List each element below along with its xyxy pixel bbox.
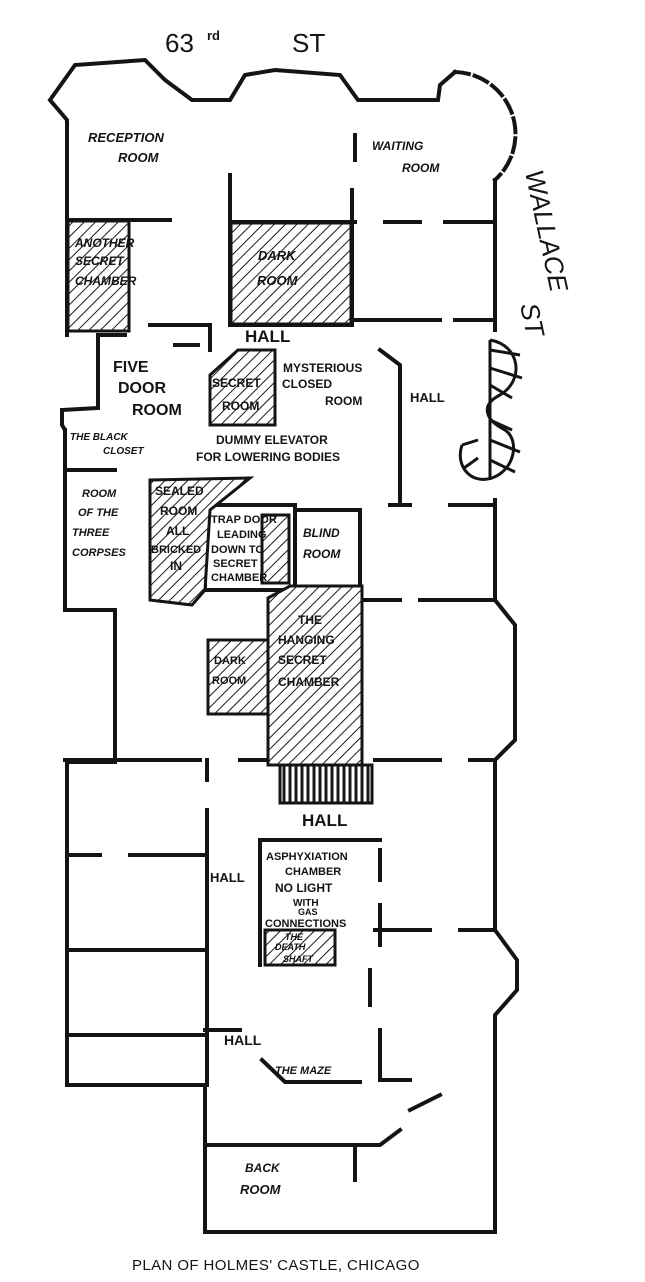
hall-right-label: HALL	[410, 390, 445, 405]
mysterious-room-label: MYSTERIOUS CLOSED ROOM	[282, 361, 362, 408]
secret-room-line-1: SECRET	[212, 376, 261, 390]
mysterious-line-3: ROOM	[325, 394, 362, 408]
asphyxiation-line-5: GAS	[298, 907, 318, 917]
trap-door-line-1: TRAP DOOR	[211, 514, 277, 526]
secret-room-line-2: ROOM	[222, 399, 259, 413]
hanging-line-1: THE	[298, 613, 322, 627]
hanging-chamber-area	[266, 584, 364, 767]
sealed-line-1: SEALED	[155, 484, 204, 498]
death-shaft-line-1: THE	[285, 932, 304, 942]
waiting-room-line-1: WAITING	[372, 139, 423, 153]
black-closet-label: THE BLACK CLOSET	[70, 432, 144, 457]
hall-mid-label: HALL	[302, 811, 347, 830]
three-corpses-line-2: OF THE	[78, 507, 119, 519]
dark-room-top-area	[229, 221, 353, 326]
north-street-name: ST	[292, 28, 325, 58]
blind-room-line-1: BLIND	[303, 526, 340, 540]
death-shaft-line-3: SHAFT	[283, 954, 314, 964]
spiral-staircase-icon	[458, 338, 523, 481]
dummy-elevator-line-1: DUMMY ELEVATOR	[216, 433, 328, 447]
hall-lower-label: HALL	[224, 1032, 262, 1048]
secret-room-area	[208, 348, 277, 427]
black-closet-line-1: THE BLACK	[70, 432, 129, 443]
east-street-name: WALLACE	[519, 167, 574, 295]
stair-treads	[278, 763, 374, 805]
trap-door-line-4: SECRET	[213, 558, 258, 570]
dummy-elevator-label: DUMMY ELEVATOR FOR LOWERING BODIES	[196, 433, 340, 464]
sealed-line-3: ALL	[166, 524, 189, 538]
three-corpses-label: ROOM OF THE THREE CORPSES	[72, 488, 126, 559]
another-secret-chamber-label: ANOTHER SECRET CHAMBER	[74, 236, 137, 288]
trap-door-label: TRAP DOOR LEADING DOWN TO SECRET CHAMBER	[211, 514, 277, 584]
hall-top-label: HALL	[245, 327, 290, 346]
dark-room-mid-line-2: ROOM	[212, 675, 246, 687]
dark-room-top-label: DARK ROOM	[257, 248, 299, 288]
hanging-line-4: CHAMBER	[278, 675, 340, 689]
trap-door-area	[260, 513, 291, 585]
east-street-suffix: ST	[514, 300, 551, 341]
north-street-number: 63	[165, 28, 194, 58]
waiting-room-line-2: ROOM	[402, 161, 440, 175]
reception-room-line-1: RECEPTION	[88, 130, 164, 145]
three-corpses-line-1: ROOM	[82, 488, 117, 500]
trap-door-line-5: CHAMBER	[211, 572, 267, 584]
asphyxiation-line-3: NO LIGHT	[275, 881, 333, 895]
three-corpses-line-4: CORPSES	[72, 547, 126, 559]
plan-caption: PLAN OF HOLMES' CASTLE, CHICAGO	[132, 1257, 420, 1274]
sealed-room-label: SEALED ROOM ALL BRICKED IN	[151, 484, 204, 573]
three-corpses-line-3: THREE	[72, 527, 110, 539]
back-room-label: BACK ROOM	[240, 1161, 282, 1197]
dark-room-mid-line-1: DARK	[214, 655, 246, 667]
death-shaft-label: THE DEATH SHAFT	[275, 932, 314, 964]
trap-door-line-2: LEADING	[217, 529, 267, 541]
back-room-line-1: BACK	[245, 1161, 281, 1175]
waiting-room-label: WAITING ROOM	[372, 139, 440, 175]
five-door-room-label: FIVE DOOR ROOM	[113, 359, 182, 419]
hanging-chamber-label: THE HANGING SECRET CHAMBER	[278, 613, 340, 689]
mysterious-line-1: MYSTERIOUS	[283, 361, 362, 375]
back-room-line-2: ROOM	[240, 1182, 282, 1197]
another-secret-line-1: ANOTHER	[74, 236, 135, 250]
five-door-line-1: FIVE	[113, 359, 149, 376]
hall-left-label: HALL	[210, 870, 245, 885]
hanging-line-3: SECRET	[278, 653, 327, 667]
dark-room-top-line-2: ROOM	[257, 273, 299, 288]
blind-room-label: BLIND ROOM	[303, 526, 341, 561]
dark-room-mid-label: DARK ROOM	[212, 655, 246, 687]
asphyxiation-line-2: CHAMBER	[285, 866, 341, 878]
asphyxiation-line-4: WITH	[293, 898, 319, 909]
mysterious-line-2: CLOSED	[282, 377, 332, 391]
blind-room-line-2: ROOM	[303, 547, 341, 561]
sealed-room-area	[148, 476, 255, 607]
sealed-line-5: IN	[170, 559, 182, 573]
asphyxiation-line-1: ASPHYXIATION	[266, 851, 348, 863]
reception-room-label: RECEPTION ROOM	[88, 130, 164, 165]
hanging-line-2: HANGING	[278, 633, 335, 647]
dark-room-mid-area	[206, 638, 270, 716]
secret-room-label: SECRET ROOM	[212, 376, 261, 413]
asphyxiation-line-6: CONNECTIONS	[265, 918, 346, 930]
black-closet-line-2: CLOSET	[103, 446, 144, 457]
secret-chambers	[66, 219, 374, 967]
dummy-elevator-line-2: FOR LOWERING BODIES	[196, 450, 340, 464]
another-secret-line-2: SECRET	[75, 254, 125, 268]
dark-room-top-line-1: DARK	[258, 248, 297, 263]
death-shaft-area	[263, 928, 337, 967]
another-secret-line-3: CHAMBER	[75, 274, 137, 288]
reception-room-line-2: ROOM	[118, 150, 160, 165]
death-shaft-line-2: DEATH	[275, 942, 306, 952]
north-street-sup: rd	[207, 28, 220, 43]
sealed-line-2: ROOM	[160, 504, 197, 518]
maze-label: THE MAZE	[275, 1065, 332, 1077]
sealed-line-4: BRICKED	[151, 544, 201, 556]
another-secret-chamber-area	[66, 219, 131, 333]
asphyxiation-chamber-label: ASPHYXIATION CHAMBER NO LIGHT WITH GAS C…	[265, 851, 348, 930]
five-door-line-2: DOOR	[118, 380, 166, 397]
five-door-line-3: ROOM	[132, 402, 182, 419]
trap-door-line-3: DOWN TO	[211, 544, 264, 556]
